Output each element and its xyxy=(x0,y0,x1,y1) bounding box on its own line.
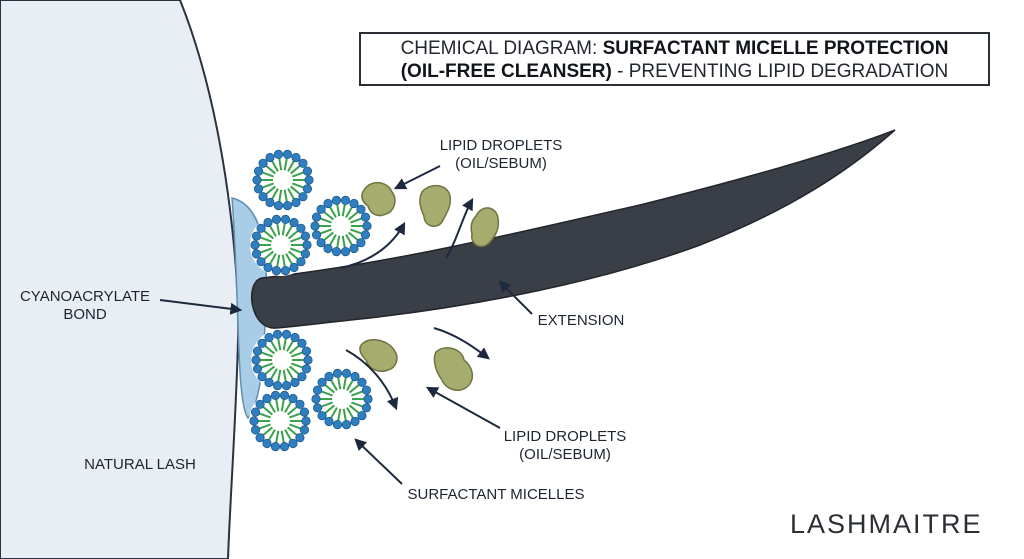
label-natural-lash: NATURAL LASH xyxy=(84,456,196,473)
label-text: LIPID DROPLETS xyxy=(503,428,627,445)
arrow-micelles xyxy=(354,438,403,485)
title-prefix: CHEMICAL DIAGRAM: xyxy=(400,38,603,59)
arrows xyxy=(159,165,533,485)
surfactant-micelle xyxy=(250,214,312,276)
arrow-bond xyxy=(159,299,243,315)
arrow-flow-top-1 xyxy=(339,221,406,269)
lipid-droplets xyxy=(359,181,500,391)
brand-logo: LASHMAITRE xyxy=(790,509,983,539)
label-text: BOND xyxy=(63,306,107,323)
diagram-title: CHEMICAL DIAGRAM: SURFACTANT MICELLE PRO… xyxy=(359,32,990,86)
arrow-extension xyxy=(498,280,533,315)
lipid-droplet xyxy=(419,184,452,227)
lipid-droplet xyxy=(470,207,500,248)
surfactant-micelle xyxy=(252,149,314,211)
micelle-group xyxy=(249,149,373,452)
label-lipid-droplets-top: LIPID DROPLETS (OIL/SEBUM) xyxy=(426,137,576,173)
title-bold-1: SURFACTANT MICELLE PROTECTION xyxy=(602,38,949,59)
arrow-flow-top-2 xyxy=(445,197,474,259)
label-surfactant-micelles: SURFACTANT MICELLES xyxy=(407,486,585,503)
extension-shape xyxy=(250,129,896,329)
title-suffix: - PREVENTING LIPID DEGRADATION xyxy=(611,61,949,82)
label-text: LIPID DROPLETS xyxy=(439,137,563,154)
label-text: (OIL/SEBUM) xyxy=(519,446,611,463)
label-cyanoacrylate-bond: CYANOACRYLATE BOND xyxy=(10,288,160,324)
arrow-flow-bottom-1 xyxy=(345,349,399,411)
arrow-flow-bottom-2 xyxy=(433,327,490,360)
lipid-droplet xyxy=(361,181,396,217)
lipid-droplet xyxy=(433,347,474,391)
label-text: CYANOACRYLATE xyxy=(19,288,151,305)
label-lipid-droplets-bottom: LIPID DROPLETS (OIL/SEBUM) xyxy=(480,428,650,464)
label-extension: EXTENSION xyxy=(537,312,625,329)
label-text: (OIL/SEBUM) xyxy=(455,155,547,172)
title-bold-2: (OIL-FREE CLEANSER) xyxy=(400,61,612,82)
natural-lash-shape xyxy=(0,0,240,559)
surfactant-micelle xyxy=(251,329,313,391)
surfactant-micelle xyxy=(311,368,373,430)
arrow-lipid-bottom-label xyxy=(425,386,501,429)
arrow-lipid-top-label xyxy=(393,165,441,190)
surfactant-micelle xyxy=(310,195,372,257)
surfactant-micelle xyxy=(249,390,311,452)
lipid-droplet xyxy=(359,338,398,372)
